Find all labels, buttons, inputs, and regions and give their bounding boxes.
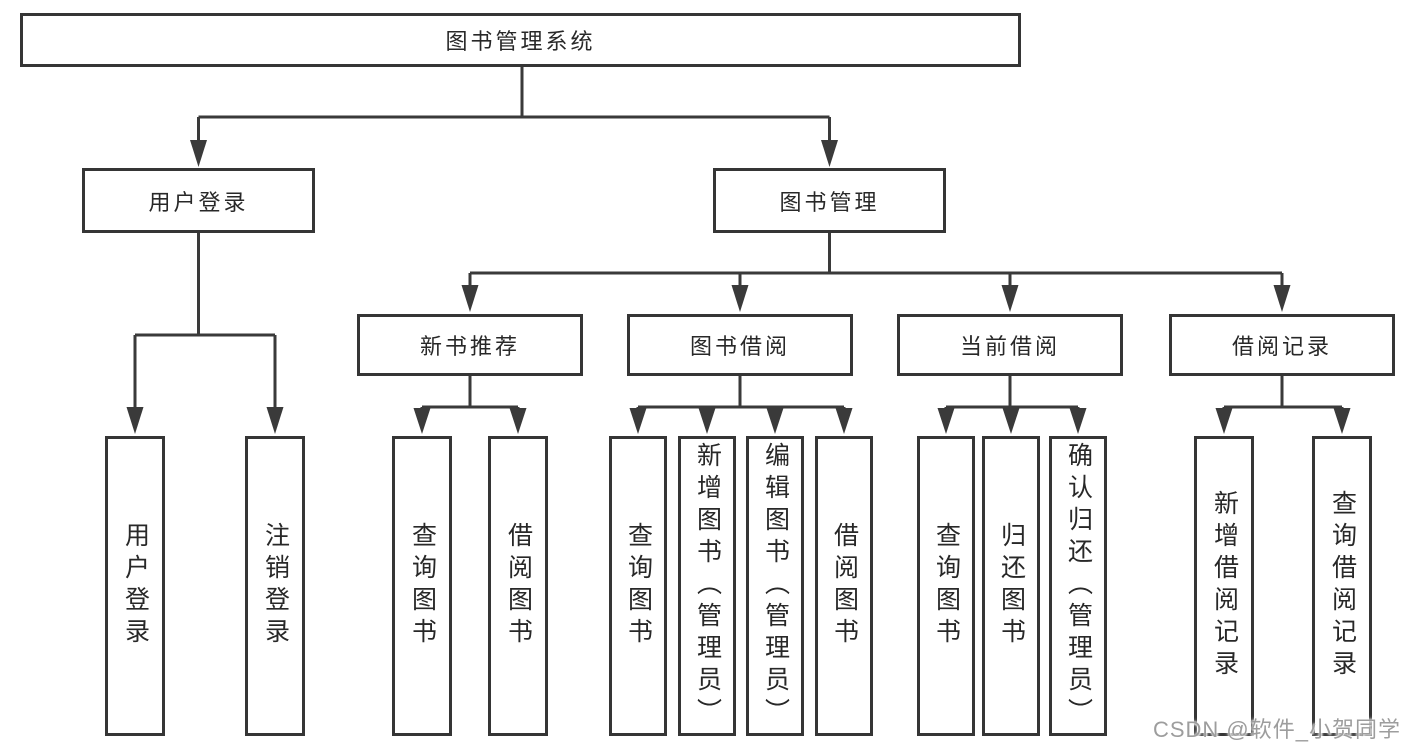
connector-book-borrow-to-leaves bbox=[629, 376, 853, 434]
node-label: 新书推荐 bbox=[419, 334, 520, 359]
node-label: 查询图书 bbox=[624, 522, 653, 650]
leaf-confirm-return-admin: 确认归还（管理员） bbox=[1049, 436, 1107, 736]
node-label: 查询图书 bbox=[408, 522, 437, 650]
node-new-book-recommend: 新书推荐 bbox=[357, 314, 583, 376]
node-book-borrow: 图书借阅 bbox=[627, 314, 853, 376]
leaf-borrow-book-recommend: 借阅图书 bbox=[488, 436, 548, 736]
node-label: 当前借阅 bbox=[959, 334, 1060, 359]
leaf-query-book-borrow: 查询图书 bbox=[609, 436, 667, 736]
node-label: 用户登录 bbox=[148, 189, 249, 215]
leaf-borrow-book: 借阅图书 bbox=[815, 436, 873, 736]
node-label: 归还图书 bbox=[997, 522, 1026, 650]
connector-user-login-to-leaves bbox=[126, 233, 284, 434]
leaf-logout: 注销登录 bbox=[245, 436, 305, 736]
connector-current-borrow-to-leaves bbox=[937, 376, 1087, 434]
node-label: 新增图书（管理员） bbox=[693, 442, 722, 730]
node-borrow-record: 借阅记录 bbox=[1169, 314, 1395, 376]
node-label: 用户登录 bbox=[121, 522, 150, 650]
connector-borrow-record-to-leaves bbox=[1215, 376, 1351, 434]
node-label: 借阅图书 bbox=[504, 522, 533, 650]
leaf-query-book-recommend: 查询图书 bbox=[392, 436, 452, 736]
node-book-management: 图书管理 bbox=[713, 168, 946, 233]
leaf-add-book-admin: 新增图书（管理员） bbox=[678, 436, 736, 736]
node-label: 查询借阅记录 bbox=[1328, 490, 1357, 682]
node-label: 查询图书 bbox=[932, 522, 961, 650]
node-user-login: 用户登录 bbox=[82, 168, 315, 233]
leaf-user-login: 用户登录 bbox=[105, 436, 165, 736]
leaf-query-borrow-record: 查询借阅记录 bbox=[1312, 436, 1372, 736]
connector-book-management-to-level3 bbox=[461, 233, 1291, 312]
connector-new-book-recommend-to-leaves bbox=[413, 376, 527, 434]
node-current-borrow: 当前借阅 bbox=[897, 314, 1123, 376]
node-label: 新增借阅记录 bbox=[1210, 490, 1239, 682]
node-label: 编辑图书（管理员） bbox=[761, 442, 790, 730]
leaf-add-borrow-record: 新增借阅记录 bbox=[1194, 436, 1254, 736]
connector-root-to-level2 bbox=[190, 65, 838, 167]
leaf-query-book-current: 查询图书 bbox=[917, 436, 975, 736]
node-label: 确认归还（管理员） bbox=[1064, 442, 1093, 730]
leaf-return-book: 归还图书 bbox=[982, 436, 1040, 736]
csdn-watermark: CSDN @软件_小贺同学 bbox=[1152, 717, 1401, 742]
node-label: 图书管理 bbox=[779, 189, 880, 215]
node-label: 借阅记录 bbox=[1231, 334, 1332, 359]
leaf-edit-book-admin: 编辑图书（管理员） bbox=[746, 436, 804, 736]
node-label: 注销登录 bbox=[261, 522, 290, 650]
node-label: 图书管理系统 bbox=[445, 29, 596, 54]
node-root-system: 图书管理系统 bbox=[20, 13, 1021, 67]
node-label: 图书借阅 bbox=[689, 334, 790, 359]
node-label: 借阅图书 bbox=[830, 522, 859, 650]
